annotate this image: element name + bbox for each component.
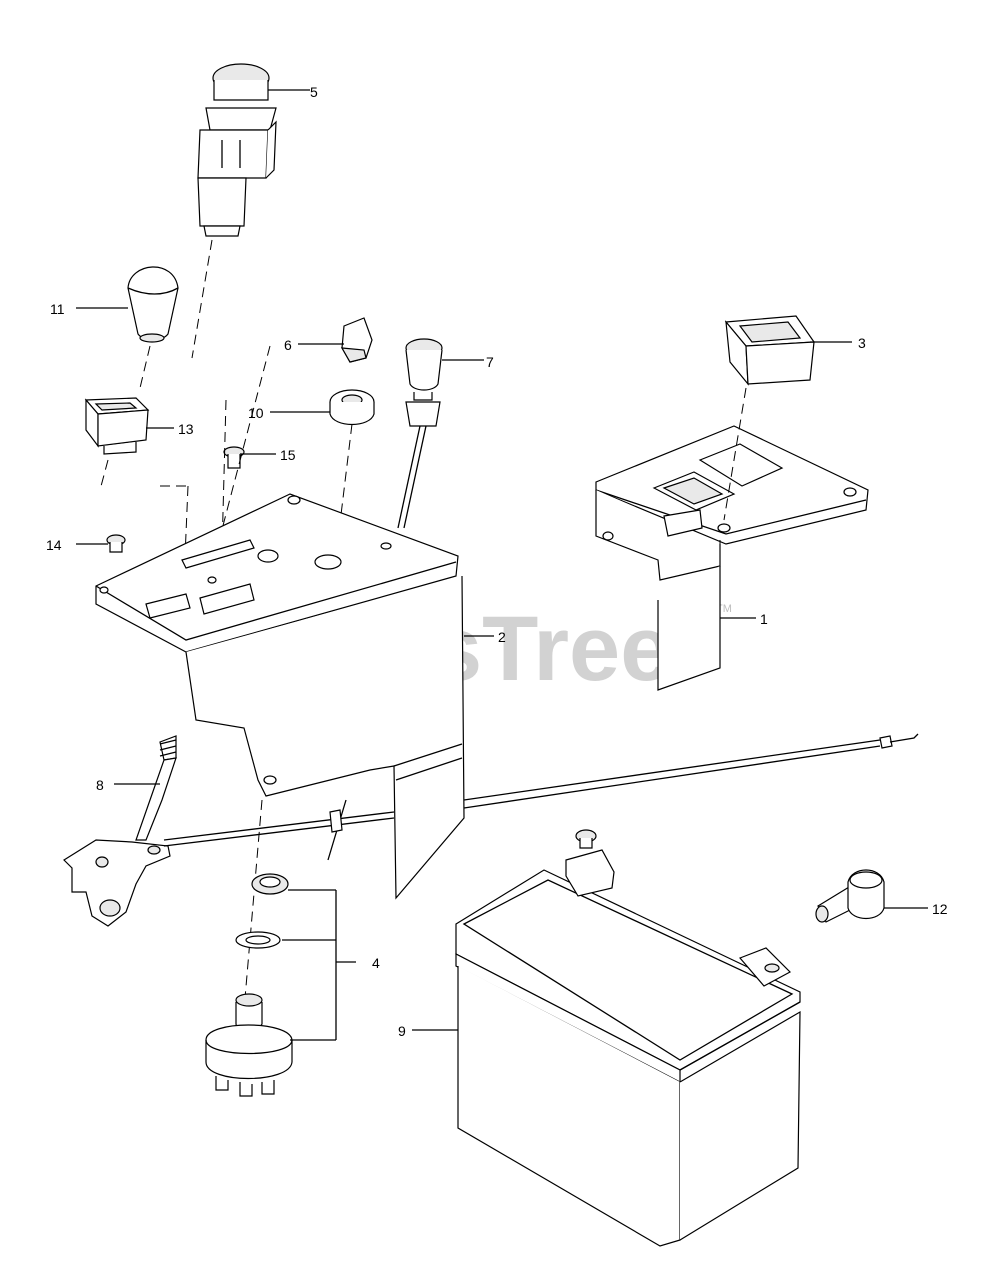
callout-12: 12 [932,901,948,917]
choke-cable-end [329,809,343,833]
part-10-grommet[interactable] [329,389,375,425]
leader-5-dashed [191,239,213,359]
part-13-switch[interactable] [84,397,150,455]
callout-4: 4 [372,955,380,971]
bracket-4 [282,889,356,1041]
callout-14: 14 [46,537,62,553]
part-3-switch[interactable] [724,315,816,386]
callout-13: 13 [178,421,194,437]
leader-3-dashed [723,387,747,521]
part-4-ignition-switch[interactable] [205,873,293,1097]
leader-13-dashed [99,459,109,491]
part-7-choke-knob[interactable] [397,338,443,529]
callout-8: 8 [96,777,104,793]
part-8-lever[interactable] [63,735,177,927]
part-9-battery[interactable] [455,829,801,1247]
part-11-knob[interactable] [127,266,179,343]
part-12-terminal-boot[interactable] [815,869,885,923]
part-5-pto-switch[interactable] [197,63,277,237]
callout-3: 3 [858,335,866,351]
leader-11-dashed [139,345,151,389]
leader-6-dashed [213,345,271,561]
part-15-screw[interactable] [223,446,245,469]
part-14-screw[interactable] [106,534,126,553]
callout-5: 5 [310,84,318,100]
callout-2: 2 [498,629,506,645]
callout-15: 15 [280,447,296,463]
callout-10: 10 [248,405,264,421]
throttle-cable [163,733,919,847]
callout-6: 6 [284,337,292,353]
callout-9: 9 [398,1023,406,1039]
leader-10-dashed [335,423,353,557]
callout-7: 7 [486,354,494,370]
leader-15-dashed [221,399,227,551]
part-1-bracket[interactable] [595,425,869,691]
part-2-dash-panel[interactable] [95,493,465,900]
leader-4-dashed [243,799,263,1011]
part-6-key[interactable] [340,317,373,363]
callout-1: 1 [760,611,768,627]
callout-11: 11 [50,301,65,317]
